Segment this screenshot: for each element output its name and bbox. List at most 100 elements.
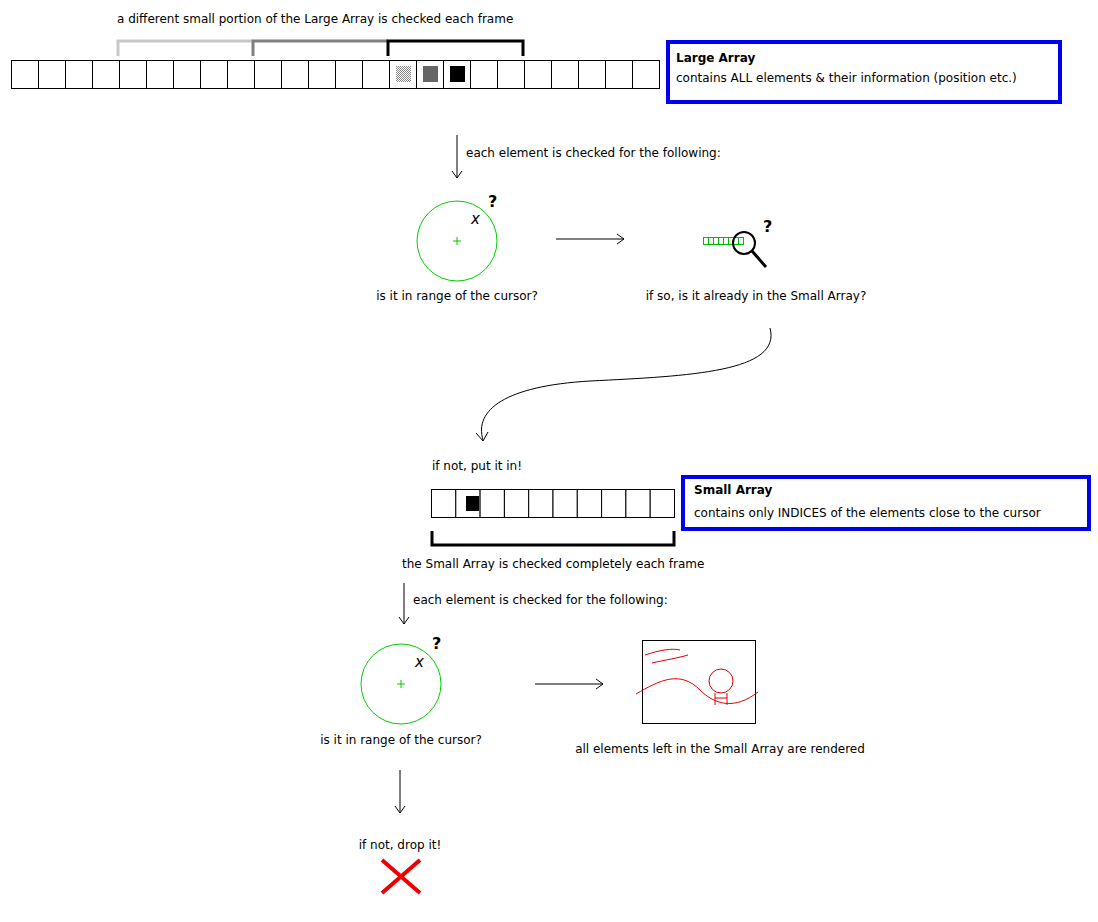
- step-note: each element is checked for the followin…: [413, 593, 668, 608]
- small-array-cells: [504, 490, 528, 518]
- large-array-cells: [363, 61, 390, 89]
- inserted-element: [466, 496, 479, 511]
- large-array-cells: [174, 61, 201, 89]
- flow-arrow: [395, 135, 771, 813]
- box-body: contains ALL elements & their informatio…: [676, 71, 1050, 86]
- box-heading: Large Array: [676, 51, 1050, 66]
- checked-element: [396, 66, 465, 82]
- step-note: if not, drop it!: [359, 838, 442, 853]
- small-array-cells: [432, 490, 675, 518]
- drop-cross: [382, 860, 420, 893]
- checked-element: [396, 66, 411, 82]
- flow-arrow: [596, 679, 603, 689]
- portion-bracket: [253, 41, 388, 56]
- large-array-cells: [633, 61, 660, 89]
- box-heading: Small Array: [694, 483, 1079, 498]
- magnifier-icon: [704, 232, 767, 267]
- flow-arrow: [404, 583, 405, 624]
- large-array-cells: [120, 61, 147, 89]
- magnifier-icon: [752, 251, 766, 267]
- small-array-cells: [577, 490, 601, 518]
- checked-element: [423, 66, 438, 82]
- small-array-cells: [456, 490, 480, 518]
- flow-arrow: [457, 135, 458, 178]
- large-array-cells: [417, 61, 444, 89]
- small-array-cells: [553, 490, 577, 518]
- magnifier-icon: [704, 238, 744, 245]
- flow-arrow: [535, 684, 603, 685]
- magnifier-icon: [709, 238, 714, 245]
- portion-bracket: [388, 41, 523, 56]
- large-array-cells: [606, 61, 633, 89]
- array-info-box: Large Array contains ALL elements & their…: [666, 40, 1062, 104]
- portion-bracket: [118, 41, 523, 56]
- magnifier-icon: [733, 232, 755, 254]
- render-picture: [636, 679, 758, 704]
- step-note: if so, is it already in the Small Array?: [646, 289, 867, 304]
- flow-arrow: [395, 806, 405, 813]
- flow-arrow: [399, 617, 409, 624]
- large-array-cells: [579, 61, 606, 89]
- step-note: all elements left in the Small Array are…: [575, 742, 865, 757]
- question-mark: ?: [763, 219, 772, 235]
- large-array-cells: [498, 61, 525, 89]
- flow-arrow: [476, 432, 488, 441]
- flow-arrow: [617, 234, 624, 244]
- point-mark: x: [415, 655, 424, 670]
- large-array-cells: [390, 61, 417, 89]
- step-note: if not, put it in!: [432, 459, 522, 474]
- flow-arrow: [452, 171, 462, 178]
- large-array-cells: [12, 61, 660, 89]
- large-array-cells: [471, 61, 498, 89]
- small-array-cells: [626, 490, 650, 518]
- render-picture: [709, 669, 733, 693]
- array-info-box: Small Arraycontains only INDICES of the …: [681, 475, 1091, 531]
- render-picture: [715, 693, 727, 705]
- step-note: a different small portion of the Large A…: [117, 12, 513, 27]
- large-array-cells: [12, 61, 39, 89]
- render-picture: [636, 649, 758, 705]
- flow-arrow: [482, 328, 772, 440]
- large-array-cells: [525, 61, 552, 89]
- step-note: the Small Array is checked completely ea…: [402, 557, 704, 572]
- small-array-cells: [602, 490, 626, 518]
- render-picture: [636, 641, 758, 724]
- large-array-cells: [336, 61, 363, 89]
- magnifier-icon: [719, 238, 724, 245]
- cursor-range-circle: [417, 201, 497, 281]
- step-note: is it in range of the cursor?: [376, 289, 538, 304]
- large-array-cells: [228, 61, 255, 89]
- cursor-range-circle: [361, 644, 441, 724]
- portion-bracket: [118, 41, 253, 56]
- render-picture: [652, 655, 688, 663]
- large-array-cells: [39, 61, 66, 89]
- small-array-cells: [529, 490, 553, 518]
- large-array-cells: [201, 61, 228, 89]
- large-array-cells: [282, 61, 309, 89]
- magnifier-icon: [739, 238, 744, 245]
- flow-arrow: [556, 239, 624, 240]
- cursor-range-circle: [453, 237, 461, 245]
- cursor-range-circle: [397, 680, 405, 688]
- small-array-cells: [650, 490, 674, 518]
- checked-element: [450, 66, 465, 82]
- large-array-cells: [147, 61, 174, 89]
- small-array-cells: [432, 490, 456, 518]
- large-array-cells: [309, 61, 336, 89]
- large-array-cells: [93, 61, 120, 89]
- render-picture: [645, 649, 680, 655]
- small-array-cells: [480, 490, 504, 518]
- large-array-cells: [552, 61, 579, 89]
- question-mark: ?: [432, 636, 441, 652]
- large-array-cells: [66, 61, 93, 89]
- step-note: is it in range of the cursor?: [320, 733, 482, 748]
- point-mark: x: [471, 212, 480, 227]
- step-note: each element is checked for the followin…: [466, 146, 721, 161]
- question-mark: ?: [488, 194, 497, 210]
- large-array-cells: [255, 61, 282, 89]
- large-array-cells: [444, 61, 471, 89]
- drop-cross: [382, 860, 420, 893]
- magnifier-icon: [704, 238, 709, 245]
